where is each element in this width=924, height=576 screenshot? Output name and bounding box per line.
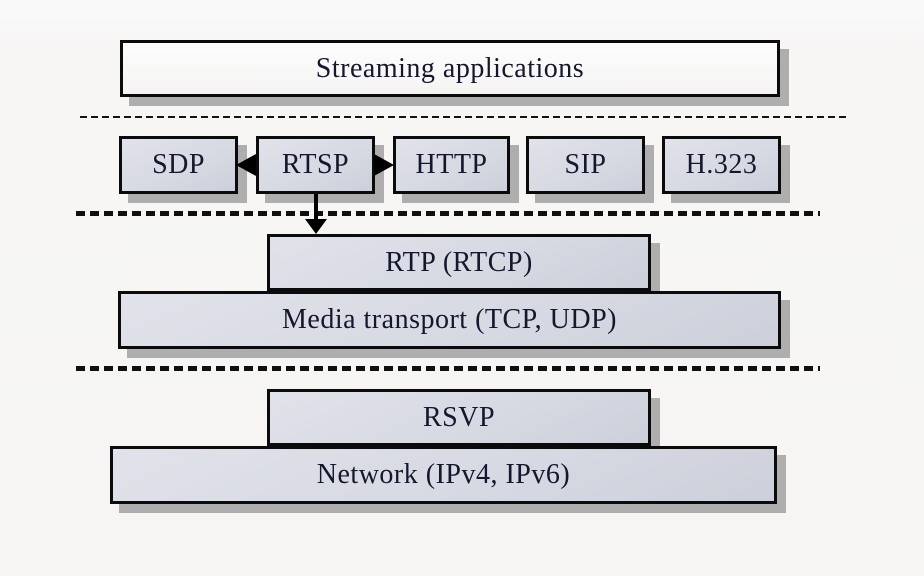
rtp-rtcp-box: RTP (RTCP) [267,234,651,291]
arrow-down-icon [305,219,327,234]
h323-label: H.323 [685,149,758,180]
sip-label: SIP [564,149,607,180]
rsvp-box: RSVP [267,389,651,446]
media-transport-label: Media transport (TCP, UDP) [282,304,617,335]
sdp-label: SDP [152,149,205,180]
http-label: HTTP [415,149,488,180]
sip-box: SIP [526,136,645,194]
dashed-separator-middle [76,211,820,216]
arrow-left-icon [236,154,256,176]
rtsp-label: RTSP [281,149,350,180]
http-box: HTTP [393,136,510,194]
streaming-applications-label: Streaming applications [315,52,585,84]
rtp-rtcp-label: RTP (RTCP) [385,246,533,278]
dashed-separator-bottom [76,366,820,371]
arrow-right-icon [374,154,394,176]
dashed-separator-top [80,116,848,118]
network-label: Network (IPv4, IPv6) [316,459,571,490]
rsvp-label: RSVP [422,401,496,433]
network-box: Network (IPv4, IPv6) [110,446,777,504]
streaming-applications-box: Streaming applications [120,40,780,97]
rtsp-to-rtp-arrow-line [314,194,318,222]
media-transport-box: Media transport (TCP, UDP) [118,291,781,349]
rtsp-box: RTSP [256,136,375,194]
sdp-box: SDP [119,136,238,194]
h323-box: H.323 [662,136,781,194]
